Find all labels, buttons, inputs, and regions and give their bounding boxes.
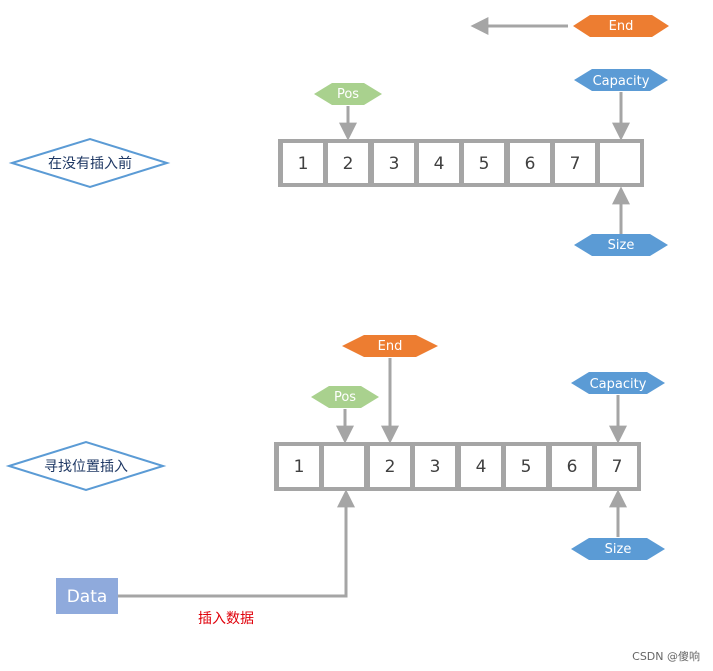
insert-connector-arrow bbox=[118, 489, 355, 598]
stage2-step-label: 寻找位置插入 bbox=[44, 459, 128, 475]
stage2-cell-value: 7 bbox=[612, 457, 623, 477]
stage2-pos-pointer: Pos bbox=[311, 386, 379, 444]
stage2-size-label: Size bbox=[605, 542, 632, 557]
stage1-cell bbox=[555, 143, 595, 183]
stage1-cell-value: 1 bbox=[298, 154, 309, 174]
data-box-label: Data bbox=[67, 587, 108, 607]
stage1-size-label: Size bbox=[608, 238, 635, 253]
stage1-step-label: 在没有插入前 bbox=[48, 155, 132, 172]
stage1-step: 在没有插入前 bbox=[8, 137, 171, 189]
stage2-end-pointer: End bbox=[342, 335, 438, 444]
stage1-pos-label: Pos bbox=[337, 87, 359, 102]
stage1-cell bbox=[600, 143, 640, 183]
stage2-cell bbox=[370, 446, 410, 487]
stage2-cell bbox=[279, 446, 319, 487]
stage2-size-diamond bbox=[571, 538, 665, 560]
stage2-capacity-label: Capacity bbox=[590, 377, 647, 392]
stage2-insert-flow: Data 插入数据 bbox=[56, 489, 355, 627]
stage2-cell-value: 3 bbox=[430, 457, 441, 477]
insert-note: 插入数据 bbox=[198, 611, 254, 627]
stage1-end-label: End bbox=[609, 19, 634, 34]
stage2-step: 寻找位置插入 bbox=[5, 440, 167, 492]
data-box bbox=[56, 578, 118, 614]
stage1: End Capacity Pos 在没有插入前 bbox=[8, 15, 669, 256]
stage1-pos-diamond bbox=[314, 83, 382, 105]
stage1-cell bbox=[464, 143, 504, 183]
stage1-cell bbox=[283, 143, 323, 183]
stage1-cell bbox=[374, 143, 414, 183]
stage1-end-pointer: End bbox=[470, 15, 669, 37]
stage1-cell-value: 2 bbox=[343, 154, 354, 174]
stage2-end-diamond bbox=[342, 335, 438, 357]
stage1-cell-value: 6 bbox=[525, 154, 536, 174]
stage2-cell-value: 5 bbox=[521, 457, 532, 477]
stage1-array: 1 2 3 4 5 6 7 bbox=[278, 139, 644, 187]
stage2-cell-value: 6 bbox=[567, 457, 578, 477]
watermark: CSDN @傻响 bbox=[632, 650, 700, 663]
stage1-cell-value: 7 bbox=[570, 154, 581, 174]
stage1-pos-pointer: Pos bbox=[314, 83, 382, 141]
stage2-cell bbox=[597, 446, 637, 487]
stage2-cell bbox=[506, 446, 546, 487]
stage1-capacity-pointer: Capacity bbox=[574, 69, 668, 141]
stage1-size-diamond bbox=[574, 234, 668, 256]
stage2: End Pos Capacity 寻找位置插入 bbox=[5, 335, 665, 627]
stage1-size-pointer: Size bbox=[574, 186, 668, 256]
stage1-end-diamond bbox=[573, 15, 669, 37]
stage1-cell bbox=[510, 143, 550, 183]
stage1-step-diamond bbox=[8, 137, 171, 189]
stage2-cell-value: 1 bbox=[294, 457, 305, 477]
stage1-cell-value: 5 bbox=[479, 154, 490, 174]
stage1-cell-value: 3 bbox=[389, 154, 400, 174]
stage2-cell-value: 4 bbox=[476, 457, 487, 477]
stage2-cell-value: 2 bbox=[385, 457, 396, 477]
stage1-cell-value: 4 bbox=[434, 154, 445, 174]
stage2-capacity-diamond bbox=[571, 372, 665, 394]
stage1-cell bbox=[328, 143, 368, 183]
stage2-step-diamond bbox=[5, 440, 167, 492]
stage2-cell bbox=[415, 446, 455, 487]
stage2-capacity-pointer: Capacity bbox=[571, 372, 665, 444]
stage2-cell bbox=[552, 446, 592, 487]
stage2-size-pointer: Size bbox=[571, 489, 665, 560]
stage2-pos-diamond bbox=[311, 386, 379, 408]
stage2-cell bbox=[461, 446, 501, 487]
stage2-array: 1 2 3 4 5 6 7 bbox=[274, 442, 641, 491]
stage1-capacity-label: Capacity bbox=[593, 74, 650, 89]
stage1-cell bbox=[419, 143, 459, 183]
stage2-end-label: End bbox=[378, 339, 403, 354]
stage2-cell bbox=[324, 446, 364, 487]
stage2-pos-label: Pos bbox=[334, 390, 356, 405]
stage1-capacity-diamond bbox=[574, 69, 668, 91]
